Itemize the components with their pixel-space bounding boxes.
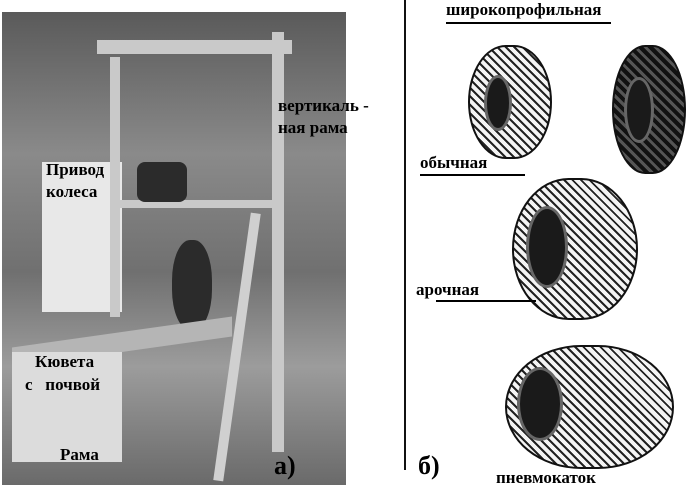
frame-label: Рама xyxy=(60,445,99,464)
soil-bin-label-line2: с почвой xyxy=(25,375,101,394)
motor xyxy=(137,162,187,202)
wide-profile-leader xyxy=(446,22,611,24)
vertical-frame-label-line2: ная рама xyxy=(278,118,348,137)
regular-tire-drawing xyxy=(468,45,552,159)
test-rig-photo xyxy=(2,12,346,485)
soil-bin-label-line1: Кювета xyxy=(35,352,95,371)
arched-tire-drawing xyxy=(512,178,638,320)
right-column xyxy=(272,32,284,452)
regular-leader xyxy=(420,174,525,176)
carriage-plate xyxy=(117,200,277,208)
background-wall xyxy=(42,162,122,312)
arched-leader xyxy=(436,300,536,302)
vertical-frame-label-line1: вертикаль - xyxy=(278,96,369,115)
pneumatic-roller-label: пневмокаток xyxy=(496,468,596,487)
wheel-drive-label-line2: колеса xyxy=(46,182,98,201)
wide-profile-tire-label: широкопрофильная xyxy=(446,0,602,19)
left-column xyxy=(110,57,120,317)
soil-bin-end xyxy=(12,352,122,462)
test-wheel xyxy=(172,240,212,330)
panel-a-caption: а) xyxy=(274,451,296,480)
wide-profile-tire-drawing xyxy=(612,45,686,174)
regular-tire-label: обычная xyxy=(420,153,488,172)
arched-tire-label: арочная xyxy=(416,280,480,299)
panel-b-caption: б) xyxy=(418,451,440,480)
pneumatic-roller-drawing xyxy=(505,345,674,469)
diagonal-brace xyxy=(213,212,261,482)
wheel-drive-label-line1: Привод xyxy=(46,160,105,179)
panel-divider xyxy=(404,0,406,470)
top-crossbeam xyxy=(97,40,292,54)
